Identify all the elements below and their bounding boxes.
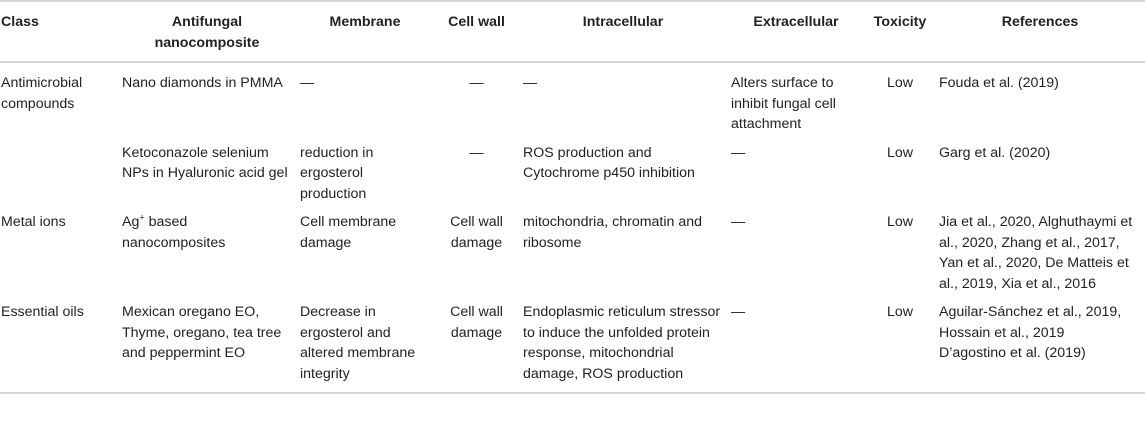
cell-nanocomposite: Mexican oregano EO, Thyme, oregano, tea …	[122, 304, 282, 361]
header-class: Class	[1, 14, 39, 30]
header-row: Class Antifungal nanocomposite Membrane …	[0, 1, 1145, 62]
cell-extracellular: —	[731, 214, 746, 230]
reference-line: Hossain et al., 2019	[939, 324, 1065, 341]
cell-toxicity: Low	[886, 214, 914, 230]
cell-references: Fouda et al. (2019)	[939, 75, 1059, 91]
cell-class	[0, 139, 118, 209]
cell-membrane: reduction in ergosterol production	[300, 144, 374, 202]
table-row: Essential oils Mexican oregano EO, Thyme…	[0, 298, 1145, 393]
cell-class: Essential oils	[1, 304, 84, 320]
reference-line: D’agostino et al. (2019)	[939, 345, 1086, 361]
cell-references: Garg et al. (2020)	[939, 144, 1051, 161]
nanocomposite-sup: +	[139, 212, 145, 223]
cell-toxicity: Low	[886, 75, 914, 91]
nanocomposite-rest: based nanocomposites	[122, 214, 226, 251]
cell-membrane: Cell membrane damage	[300, 214, 397, 251]
header-nanocomposite: Antifungal nanocomposite	[154, 14, 260, 51]
cell-nanocomposite: Nano diamonds in PMMA	[122, 75, 283, 91]
cell-class: Antimicrobial compounds	[1, 75, 83, 112]
cell-extracellular: Alters surface to inhibit fungal cell at…	[731, 75, 836, 132]
table-row: Ketoconazole selenium NPs in Hyaluronic …	[0, 139, 1145, 209]
table-row: Metal ions Ag+ based nanocomposites Cell…	[0, 208, 1145, 298]
cell-nanocomposite: Ketoconazole selenium NPs in Hyaluronic …	[122, 144, 288, 182]
header-intracellular: Intracellular	[582, 14, 664, 30]
cell-intracellular: ROS production and Cytochrome p450 inhib…	[523, 144, 695, 182]
cell-nanocomposite: Ag+ based nanocomposites	[118, 208, 296, 298]
cell-cell-wall: Cell wall damage	[450, 304, 503, 341]
cell-intracellular: mitochondria, chromatin and ribosome	[523, 214, 703, 251]
cell-membrane: Decrease in ergosterol and altered membr…	[300, 304, 416, 382]
cell-cell-wall: —	[469, 144, 484, 161]
header-toxicity: Toxicity	[873, 14, 927, 30]
reference-line: Aguilar-Sánchez et al., 2019,	[939, 304, 1122, 320]
cell-intracellular: Endoplasmic reticulum stressor to induce…	[523, 304, 721, 382]
cell-cell-wall: —	[469, 75, 484, 91]
header-membrane: Membrane	[329, 14, 401, 30]
cell-class: Metal ions	[1, 214, 66, 230]
cell-cell-wall: Cell wall damage	[450, 214, 503, 251]
cell-extracellular: —	[731, 144, 746, 161]
cell-membrane: —	[300, 75, 315, 91]
cell-toxicity: Low	[886, 304, 914, 320]
header-references: References	[1001, 14, 1079, 30]
nanocomposite-main: Ag	[122, 214, 140, 230]
cell-intracellular: —	[523, 75, 538, 91]
header-cell-wall: Cell wall	[448, 14, 505, 30]
header-extracellular: Extracellular	[753, 14, 839, 30]
cell-extracellular: —	[731, 304, 746, 320]
data-table: Class Antifungal nanocomposite Membrane …	[0, 1, 1145, 393]
cell-toxicity: Low	[886, 144, 914, 161]
table-row: Antimicrobial compounds Nano diamonds in…	[0, 62, 1145, 139]
cell-references: Aguilar-Sánchez et al., 2019, Hossain et…	[935, 298, 1145, 393]
cell-references: Jia et al., 2020, Alghuthaymi et al., 20…	[939, 214, 1133, 292]
